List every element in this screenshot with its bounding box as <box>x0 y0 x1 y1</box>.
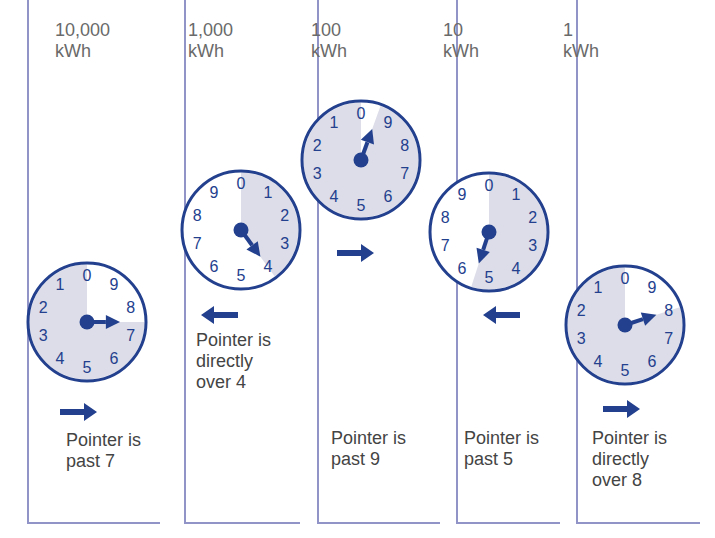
dial-number: 4 <box>55 351 64 367</box>
pointer-hub <box>618 318 633 333</box>
dial-number: 7 <box>193 236 202 252</box>
dial-number: 0 <box>621 271 630 287</box>
dial-number: 3 <box>577 331 586 347</box>
dial-number: 8 <box>441 210 450 226</box>
pointer-hub <box>80 315 95 330</box>
dial-number: 8 <box>193 208 202 224</box>
dial-rim <box>28 263 146 381</box>
dial-number: 3 <box>280 236 289 252</box>
pointer-hub <box>234 223 249 238</box>
dial-number: 5 <box>357 198 366 214</box>
meter-dial: 0 12 34 5 67 89 <box>299 98 423 222</box>
dial-number: 2 <box>577 303 586 319</box>
dial-number: 3 <box>528 238 537 254</box>
dial-number: 0 <box>485 178 494 194</box>
unit-heading: 1 kWh <box>563 20 599 62</box>
meter-dial: 0 12 34 5 67 89 <box>179 168 303 292</box>
dial-shading <box>568 268 683 383</box>
dial-number: 7 <box>400 166 409 182</box>
dial-number: 7 <box>664 331 673 347</box>
dial-number: 2 <box>313 138 322 154</box>
dial-number: 6 <box>457 261 466 277</box>
direction-arrows <box>60 244 640 421</box>
dial-number: 9 <box>110 277 119 293</box>
dial-rim <box>302 101 420 219</box>
unit-heading: 100 kWh <box>311 20 347 62</box>
dial-shading <box>304 103 419 218</box>
dial-number: 1 <box>512 187 521 203</box>
pointer-hub <box>354 153 369 168</box>
meter-dial: 0 12 34 5 67 89 <box>563 263 687 387</box>
pointer-head <box>361 129 374 145</box>
dial-number: 9 <box>384 115 393 131</box>
dial-number: 3 <box>39 328 48 344</box>
dial-number: 6 <box>209 259 218 275</box>
dial-rim <box>430 173 548 291</box>
pointer-head <box>477 248 490 264</box>
dial-rim <box>182 171 300 289</box>
dial-number: 6 <box>384 189 393 205</box>
dial-rim <box>566 266 684 384</box>
dial-number: 4 <box>329 189 338 205</box>
pointer-hub <box>482 225 497 240</box>
dial-number: 7 <box>441 238 450 254</box>
pointer-head <box>641 313 657 326</box>
meter-dial: 0 12 34 5 67 89 <box>427 170 551 294</box>
dial-number: 2 <box>39 300 48 316</box>
dial-number: 1 <box>593 280 602 296</box>
dial-number: 9 <box>648 280 657 296</box>
dial-number: 7 <box>126 328 135 344</box>
dial-number: 5 <box>621 363 630 379</box>
reading-note: Pointer is past 7 <box>66 430 150 472</box>
reading-note: Pointer is directly over 4 <box>196 330 286 393</box>
dial-number: 5 <box>237 268 246 284</box>
dial-number: 0 <box>83 268 92 284</box>
dial-shading <box>29 265 144 380</box>
dial-number: 5 <box>485 270 494 286</box>
dial-number: 4 <box>512 261 521 277</box>
dial-number: 6 <box>648 354 657 370</box>
reading-note: Pointer is past 5 <box>464 428 564 470</box>
pointer-head <box>246 241 260 257</box>
dial-number: 0 <box>357 106 366 122</box>
dial-number: 8 <box>400 138 409 154</box>
reading-note: Pointer is past 9 <box>331 428 415 470</box>
dial-number: 9 <box>209 185 218 201</box>
unit-heading: 10 kWh <box>443 20 479 62</box>
dial-number: 4 <box>593 354 602 370</box>
dial-number: 5 <box>83 360 92 376</box>
dial-number: 1 <box>264 185 273 201</box>
unit-heading: 1,000 kWh <box>188 20 233 62</box>
reading-note: Pointer is directly over 8 <box>592 428 688 491</box>
dial-number: 1 <box>55 277 64 293</box>
dial-number: 3 <box>313 166 322 182</box>
dial-shading <box>471 175 546 290</box>
dial-number: 6 <box>110 351 119 367</box>
unit-heading: 10,000 kWh <box>55 20 110 62</box>
dial-number: 2 <box>280 208 289 224</box>
dial-number: 0 <box>237 176 246 192</box>
pointer-head <box>106 315 120 329</box>
dial-number: 2 <box>528 210 537 226</box>
dial-number: 8 <box>664 303 673 319</box>
dial-number: 9 <box>457 187 466 203</box>
dial-number: 1 <box>329 115 338 131</box>
dial-number: 8 <box>126 300 135 316</box>
dial-number: 4 <box>264 259 273 275</box>
meter-dial: 0 12 34 5 67 89 <box>25 260 149 384</box>
